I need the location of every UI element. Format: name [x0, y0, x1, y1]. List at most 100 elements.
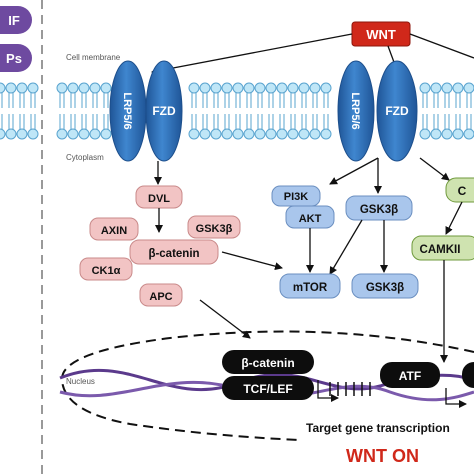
- transcription-arrow-right: [445, 388, 467, 408]
- ck1a-label: CK1α: [92, 265, 121, 277]
- atf-label: ATF: [399, 369, 421, 383]
- lipid-head: [0, 82, 6, 94]
- camkii-node: [411, 235, 474, 261]
- cell-membrane-label: Cell membrane: [66, 53, 121, 62]
- lipid-head: [298, 128, 310, 140]
- apc-label: APC: [149, 291, 172, 303]
- pi3k-label: PI3K: [284, 191, 309, 203]
- right-lrp-receptor: [337, 60, 375, 162]
- lipid-head: [441, 128, 453, 140]
- lipid-head: [276, 128, 288, 140]
- gsk3b-bottom-label: GSK3β: [366, 282, 404, 294]
- arrow-fzd-to-camk-branch: [419, 157, 450, 181]
- wnt-on-label: WNT ON: [346, 446, 419, 466]
- lipid-head: [27, 128, 39, 140]
- akt-label: AKT: [299, 213, 322, 225]
- nuclear-factors: β-catenin TCF/LEF ATF: [222, 350, 474, 408]
- nuclear-beta-catenin: [222, 350, 314, 374]
- right-fzd-receptor: [376, 60, 418, 162]
- lipid-head: [67, 82, 79, 94]
- left-pill-bottom: [0, 44, 32, 72]
- camkii-label: CAMKII: [420, 244, 461, 256]
- lipid-head: [320, 82, 332, 94]
- lipid-head: [221, 128, 233, 140]
- nucleus-label: Nucleus: [66, 377, 95, 386]
- lipid-head: [0, 128, 6, 140]
- lipid-head: [309, 82, 321, 94]
- lipid-head: [419, 82, 431, 94]
- lipid-head: [452, 82, 464, 94]
- calcium-node-partial: [445, 177, 474, 203]
- lipid-head: [243, 82, 255, 94]
- lipid-head: [243, 128, 255, 140]
- arrow-gsk3b-to-mtor: [329, 219, 363, 275]
- lipid-head: [254, 82, 266, 94]
- left-pill-top: [0, 6, 32, 34]
- canonical-pathway: DVL AXIN GSK3β β-catenin CK1α APC: [79, 185, 241, 307]
- dvl-label: DVL: [148, 193, 170, 205]
- target-gene-transcription-label: Target gene transcription: [306, 421, 450, 435]
- gsk3b-top-node: [345, 195, 413, 221]
- lipid-head: [78, 128, 90, 140]
- left-fzd-receptor: [145, 60, 183, 162]
- nucleus-envelope: [60, 330, 474, 441]
- gsk3b-canonical-node: [187, 215, 241, 239]
- lipid-head: [430, 128, 442, 140]
- cytoplasm-label: Cytoplasm: [66, 153, 104, 162]
- lipid-head: [254, 128, 266, 140]
- lipid-head: [221, 82, 233, 94]
- lipid-head: [276, 82, 288, 94]
- lipid-head: [5, 128, 17, 140]
- left-panel: IF Ps: [0, 6, 39, 140]
- apc-node: [139, 283, 183, 307]
- ck1a-node: [79, 257, 133, 281]
- lipid-head: [452, 128, 464, 140]
- lipid-head: [463, 82, 474, 94]
- beta-catenin-label: β-catenin: [148, 248, 199, 260]
- lipid-head: [419, 128, 431, 140]
- arrow-wnt-to-left-receptor: [151, 33, 353, 75]
- lipid-head: [463, 128, 474, 140]
- lipid-head: [287, 128, 299, 140]
- transcription-arrow: [317, 380, 339, 402]
- left-receptor-complex: LRP5/6 FZD: [109, 60, 183, 162]
- tcf-lef-node: [222, 376, 314, 400]
- arrow-wnt-to-right-offpage: [409, 33, 474, 59]
- lipid-head: [5, 82, 17, 94]
- lipid-head: [100, 128, 112, 140]
- lipid-head: [309, 128, 321, 140]
- lipid-head: [56, 128, 68, 140]
- left-fzd-label: FZD: [152, 104, 176, 118]
- axin-label: AXIN: [101, 225, 127, 237]
- lipid-head: [298, 82, 310, 94]
- lipid-head: [56, 82, 68, 94]
- arrow-beta-catenin-to-mtor: [221, 251, 283, 271]
- lipid-head: [89, 82, 101, 94]
- lipid-head: [100, 82, 112, 94]
- right-lrp-label: LRP5/6: [349, 92, 361, 129]
- lipid-head: [287, 82, 299, 94]
- lipid-head: [265, 128, 277, 140]
- lipid-head: [430, 82, 442, 94]
- nuclear-beta-catenin-label: β-catenin: [241, 356, 294, 370]
- lipid-head: [441, 82, 453, 94]
- left-lrp-label: LRP5/6: [121, 92, 133, 129]
- lipid-head: [199, 128, 211, 140]
- lipid-head: [89, 128, 101, 140]
- wnt-ligand-label: WNT: [366, 27, 396, 42]
- lipid-head: [265, 82, 277, 94]
- lipid-head: [188, 82, 200, 94]
- lipid-head: [188, 128, 200, 140]
- gsk3b-bottom-node: [351, 273, 419, 299]
- calcium-node-label: C: [458, 184, 467, 198]
- tcf-lef-label: TCF/LEF: [243, 382, 292, 396]
- right-receptor-complex: LRP5/6 FZD: [337, 60, 418, 162]
- cell-membrane-bilayer: [56, 82, 474, 140]
- lipid-head: [232, 82, 244, 94]
- gsk3b-top-label: GSK3β: [360, 204, 398, 216]
- axin-node: [89, 217, 139, 241]
- right-fzd-label: FZD: [385, 104, 409, 118]
- noncanonical-pathway: PI3K AKT GSK3β mTOR GSK3β C CAMKII: [221, 177, 474, 363]
- gsk3b-canonical-label: GSK3β: [196, 223, 233, 235]
